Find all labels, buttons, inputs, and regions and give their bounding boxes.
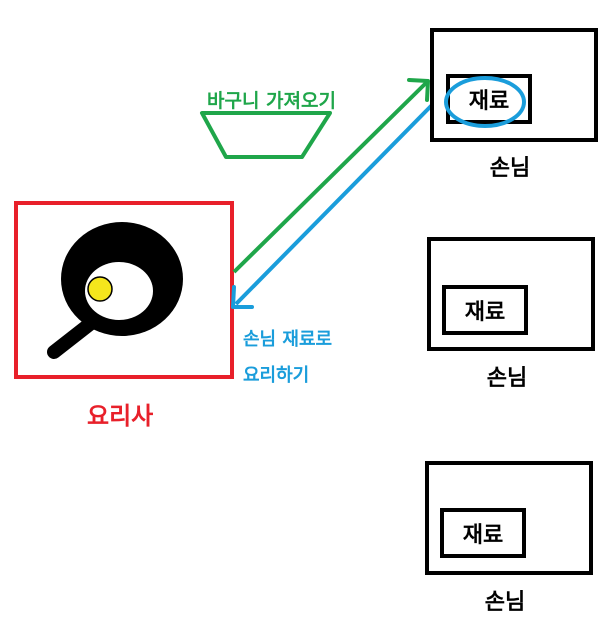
ingredient-label-1: 재료 bbox=[468, 89, 510, 114]
customer-label-2: 손님 bbox=[486, 366, 528, 391]
customer-label-3: 손님 bbox=[484, 590, 526, 615]
frying-pan-egg-icon bbox=[47, 222, 183, 359]
ingredient-box-3: 재료 bbox=[440, 508, 526, 558]
customer-box-2 bbox=[427, 237, 595, 351]
basket-icon bbox=[200, 111, 332, 159]
cook-arrow bbox=[231, 103, 434, 309]
ingredient-box-2: 재료 bbox=[442, 285, 528, 335]
ingredient-label-2: 재료 bbox=[464, 300, 506, 325]
chef-label: 요리사 bbox=[87, 402, 154, 430]
fetch-basket-label: 바구니 가져오기 bbox=[207, 90, 336, 112]
customer-box-3 bbox=[425, 461, 593, 575]
fetch-basket-arrow bbox=[232, 78, 430, 274]
ingredient-box-1: 재료 bbox=[446, 74, 532, 124]
ingredient-label-3: 재료 bbox=[462, 523, 504, 548]
customer-label-1: 손님 bbox=[489, 156, 531, 181]
cook-label-line2: 요리하기 bbox=[243, 365, 310, 386]
customer-box-1 bbox=[430, 28, 598, 142]
cook-label-line1: 손님 재료로 bbox=[243, 329, 333, 350]
